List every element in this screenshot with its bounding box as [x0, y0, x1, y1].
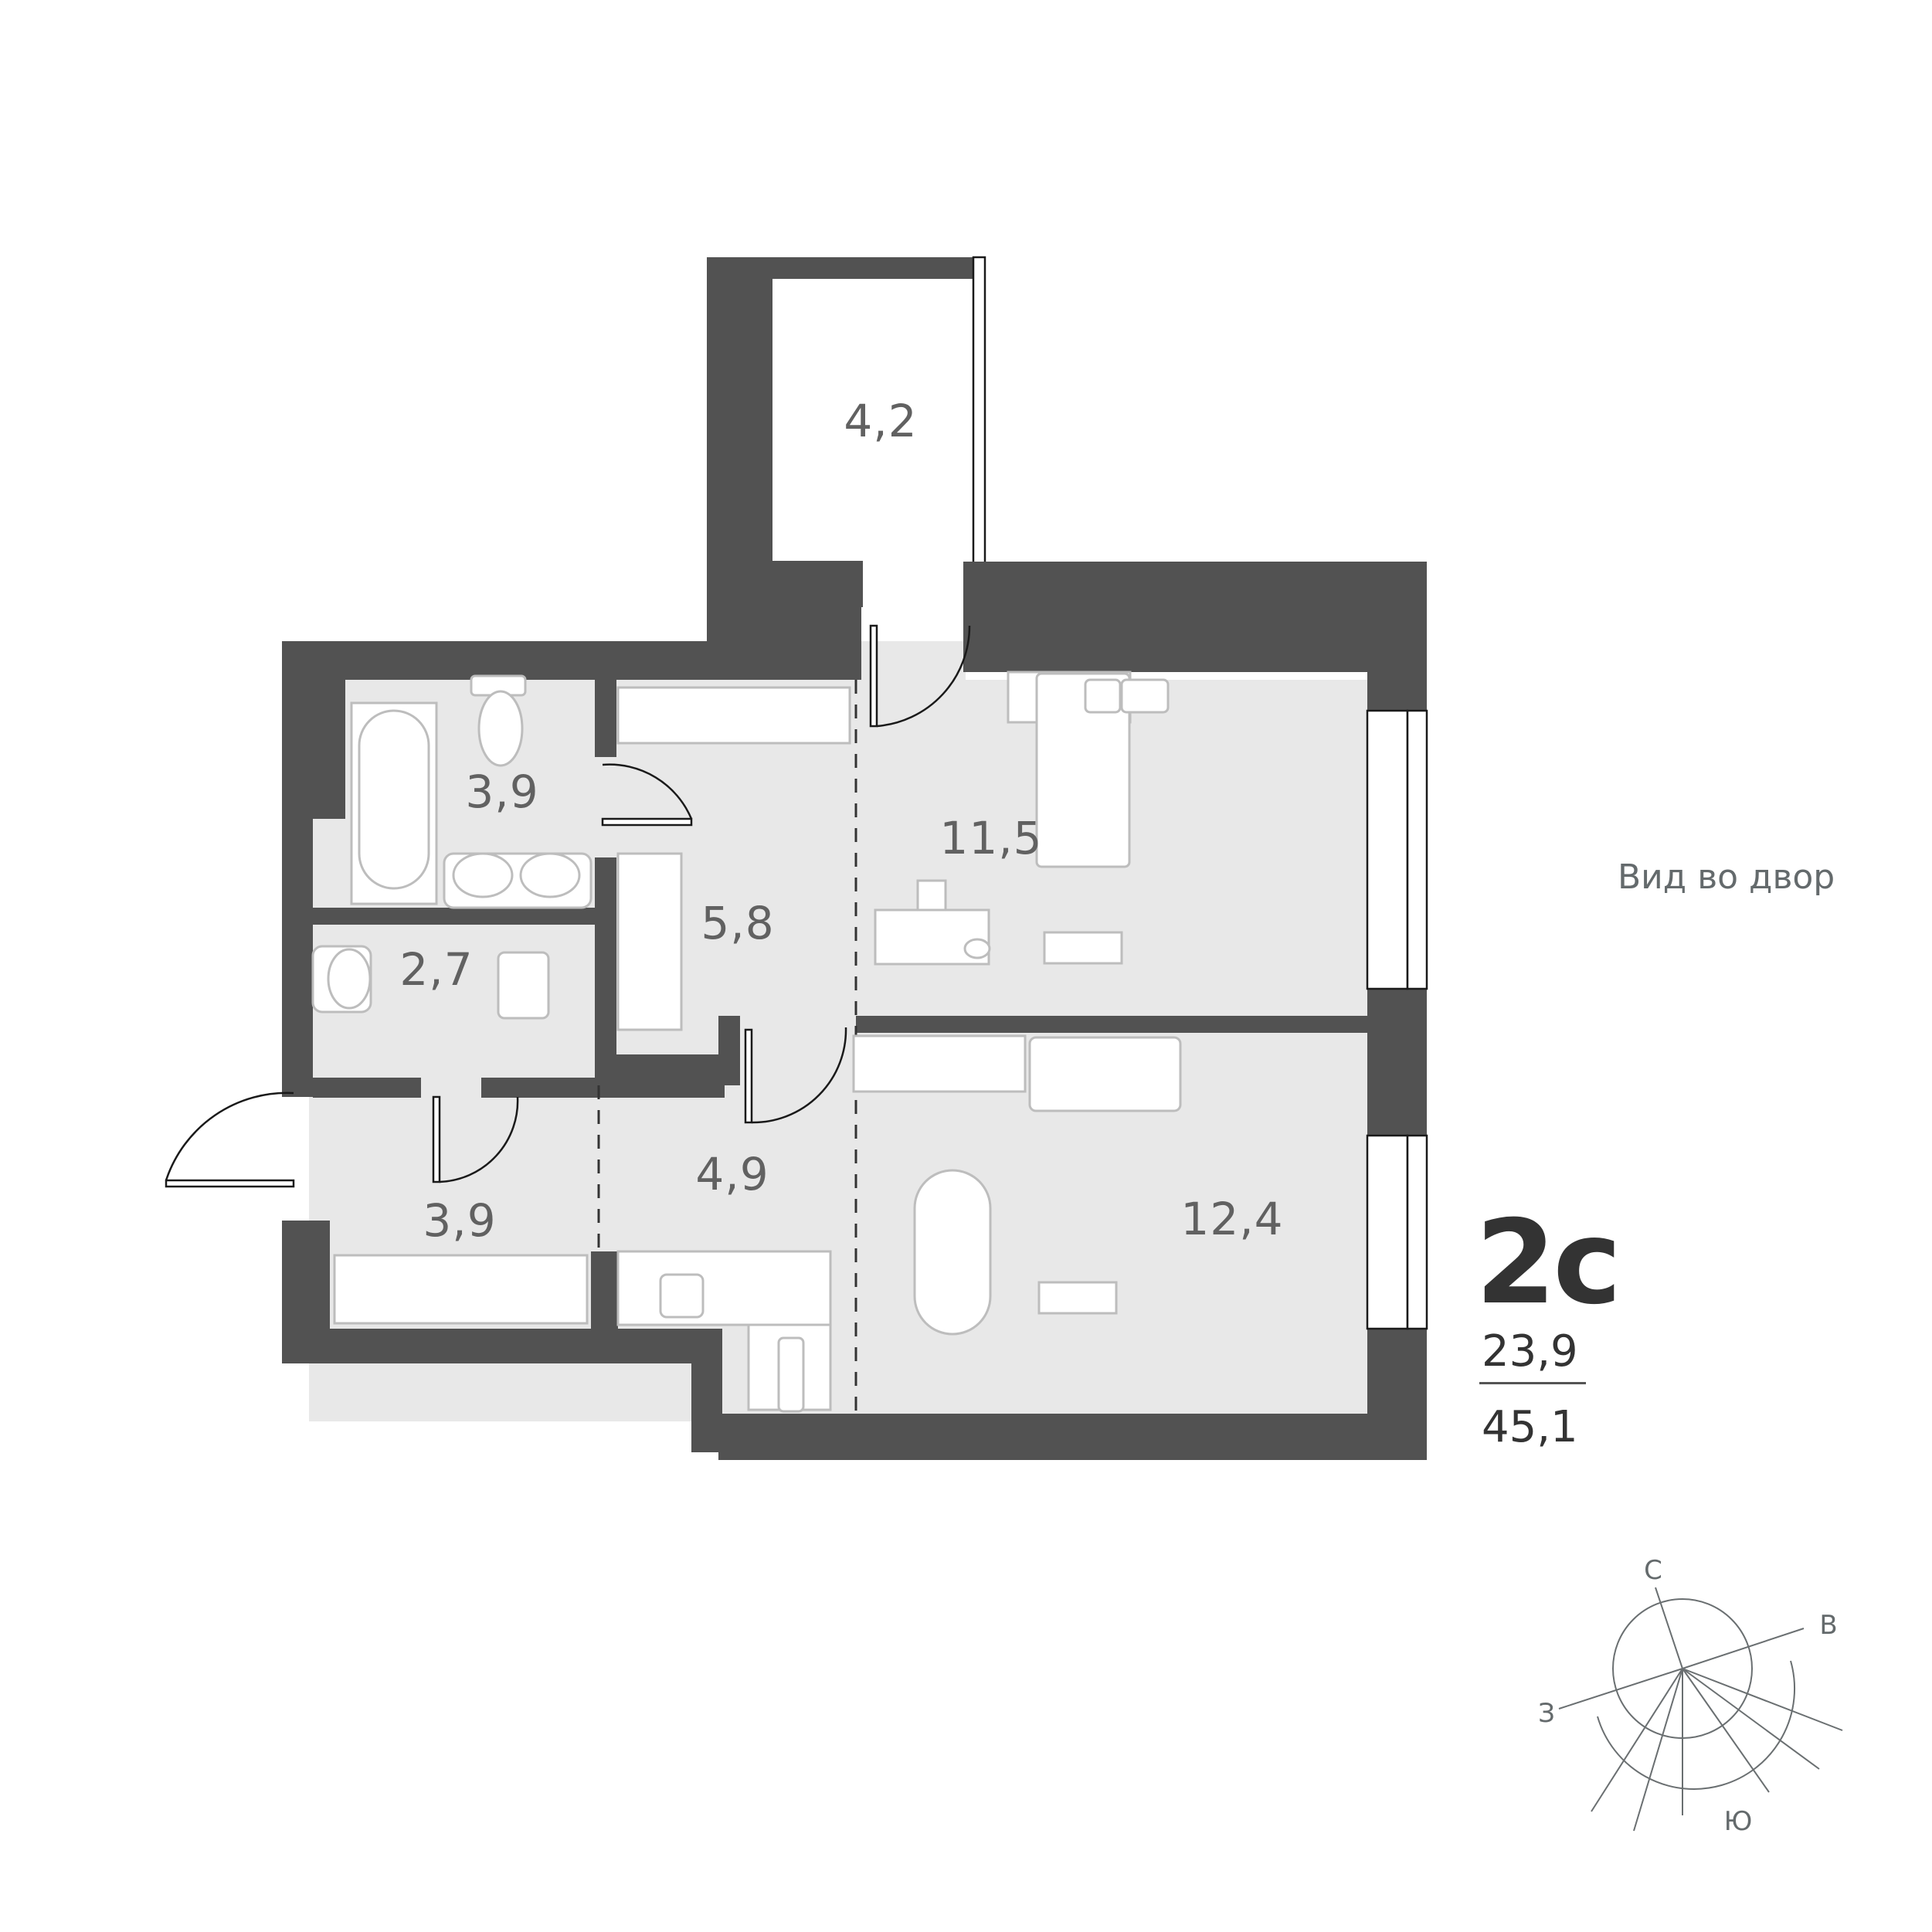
room-area-bathroom: 3,9: [465, 766, 539, 818]
area-divider: [1479, 1382, 1586, 1384]
compass-south-label: Ю: [1723, 1806, 1753, 1837]
windows: [1366, 709, 1428, 1330]
living-area: 23,9: [1482, 1326, 1578, 1377]
compass-east-label: В: [1819, 1610, 1838, 1641]
room-area-kitchen-zone: 4,9: [695, 1148, 769, 1200]
compass-west-label: З: [1538, 1698, 1555, 1729]
furniture: [311, 671, 1182, 1413]
room-area-entrance-hall: 3,9: [423, 1194, 497, 1247]
walls: [282, 603, 1427, 1460]
room-area-balcony: 4,2: [844, 395, 918, 447]
room-area-laundry: 2,7: [399, 943, 474, 996]
room-area-bedroom: 11,5: [939, 812, 1043, 864]
balcony: [707, 256, 1427, 643]
room-area-living-room: 12,4: [1180, 1193, 1284, 1245]
room-area-hallway-corridor: 5,8: [701, 897, 775, 949]
compass-north-label: С: [1644, 1555, 1662, 1586]
doors: [165, 624, 971, 1188]
apartment-type: 2с: [1475, 1196, 1621, 1330]
view-label: Вид во двор: [1618, 857, 1835, 897]
total-area: 45,1: [1482, 1402, 1578, 1452]
